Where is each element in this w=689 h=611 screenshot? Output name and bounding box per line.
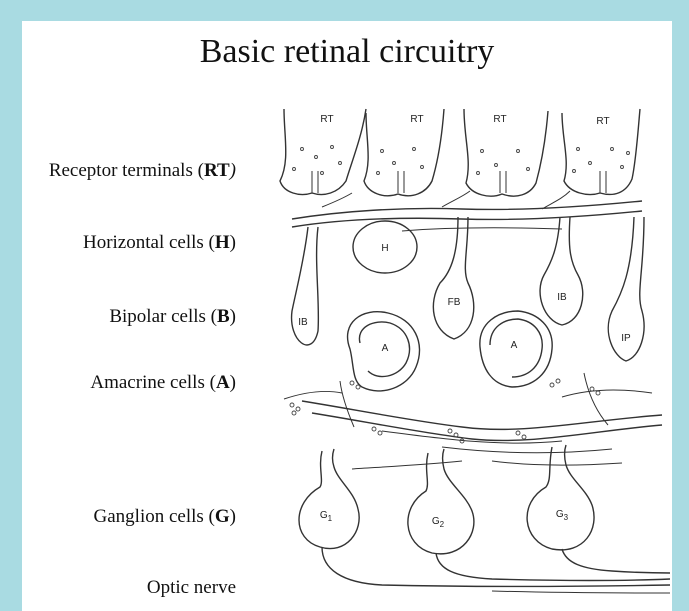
rt-label-1: RT xyxy=(320,114,333,125)
ib-left-label: IB xyxy=(298,317,308,328)
amacrine-cells: A A xyxy=(348,311,553,391)
ganglion-cells: G1 G2 G3 xyxy=(299,445,622,554)
synapse-clusters xyxy=(290,379,600,443)
fb-label: FB xyxy=(448,297,461,308)
a-left-label: A xyxy=(382,343,389,354)
ganglion-cell-1 xyxy=(299,449,359,549)
retina-circuit-diagram: RT RT RT RT xyxy=(22,21,672,611)
horizontal-cell-processes xyxy=(292,191,642,231)
rt-label-2: RT xyxy=(410,114,423,125)
horizontal-cell: H xyxy=(353,221,417,273)
h-label: H xyxy=(381,243,388,254)
bipolar-cells: IB FB IB IP xyxy=(292,217,644,361)
g2-label: G2 xyxy=(432,516,445,529)
bipolar-fb xyxy=(433,217,473,339)
optic-nerve-axons xyxy=(322,547,670,593)
ip-label: IP xyxy=(621,333,631,344)
inner-plexiform-layer xyxy=(284,373,662,453)
a-right-label: A xyxy=(511,340,518,351)
ribbon-synapses xyxy=(312,171,606,193)
g1-label: G1 xyxy=(320,510,333,523)
g3-label: G3 xyxy=(556,509,569,522)
ganglion-cell-3 xyxy=(527,445,594,550)
ib-right-label: IB xyxy=(557,292,567,303)
bipolar-ib-right xyxy=(540,217,583,325)
rt-label-3: RT xyxy=(493,114,506,125)
receptor-terminals: RT RT RT RT xyxy=(280,109,640,196)
slide: Basic retinal circuitry Receptor termina… xyxy=(22,21,672,611)
synaptic-vesicles xyxy=(293,146,630,175)
rt-label-4: RT xyxy=(596,116,609,127)
